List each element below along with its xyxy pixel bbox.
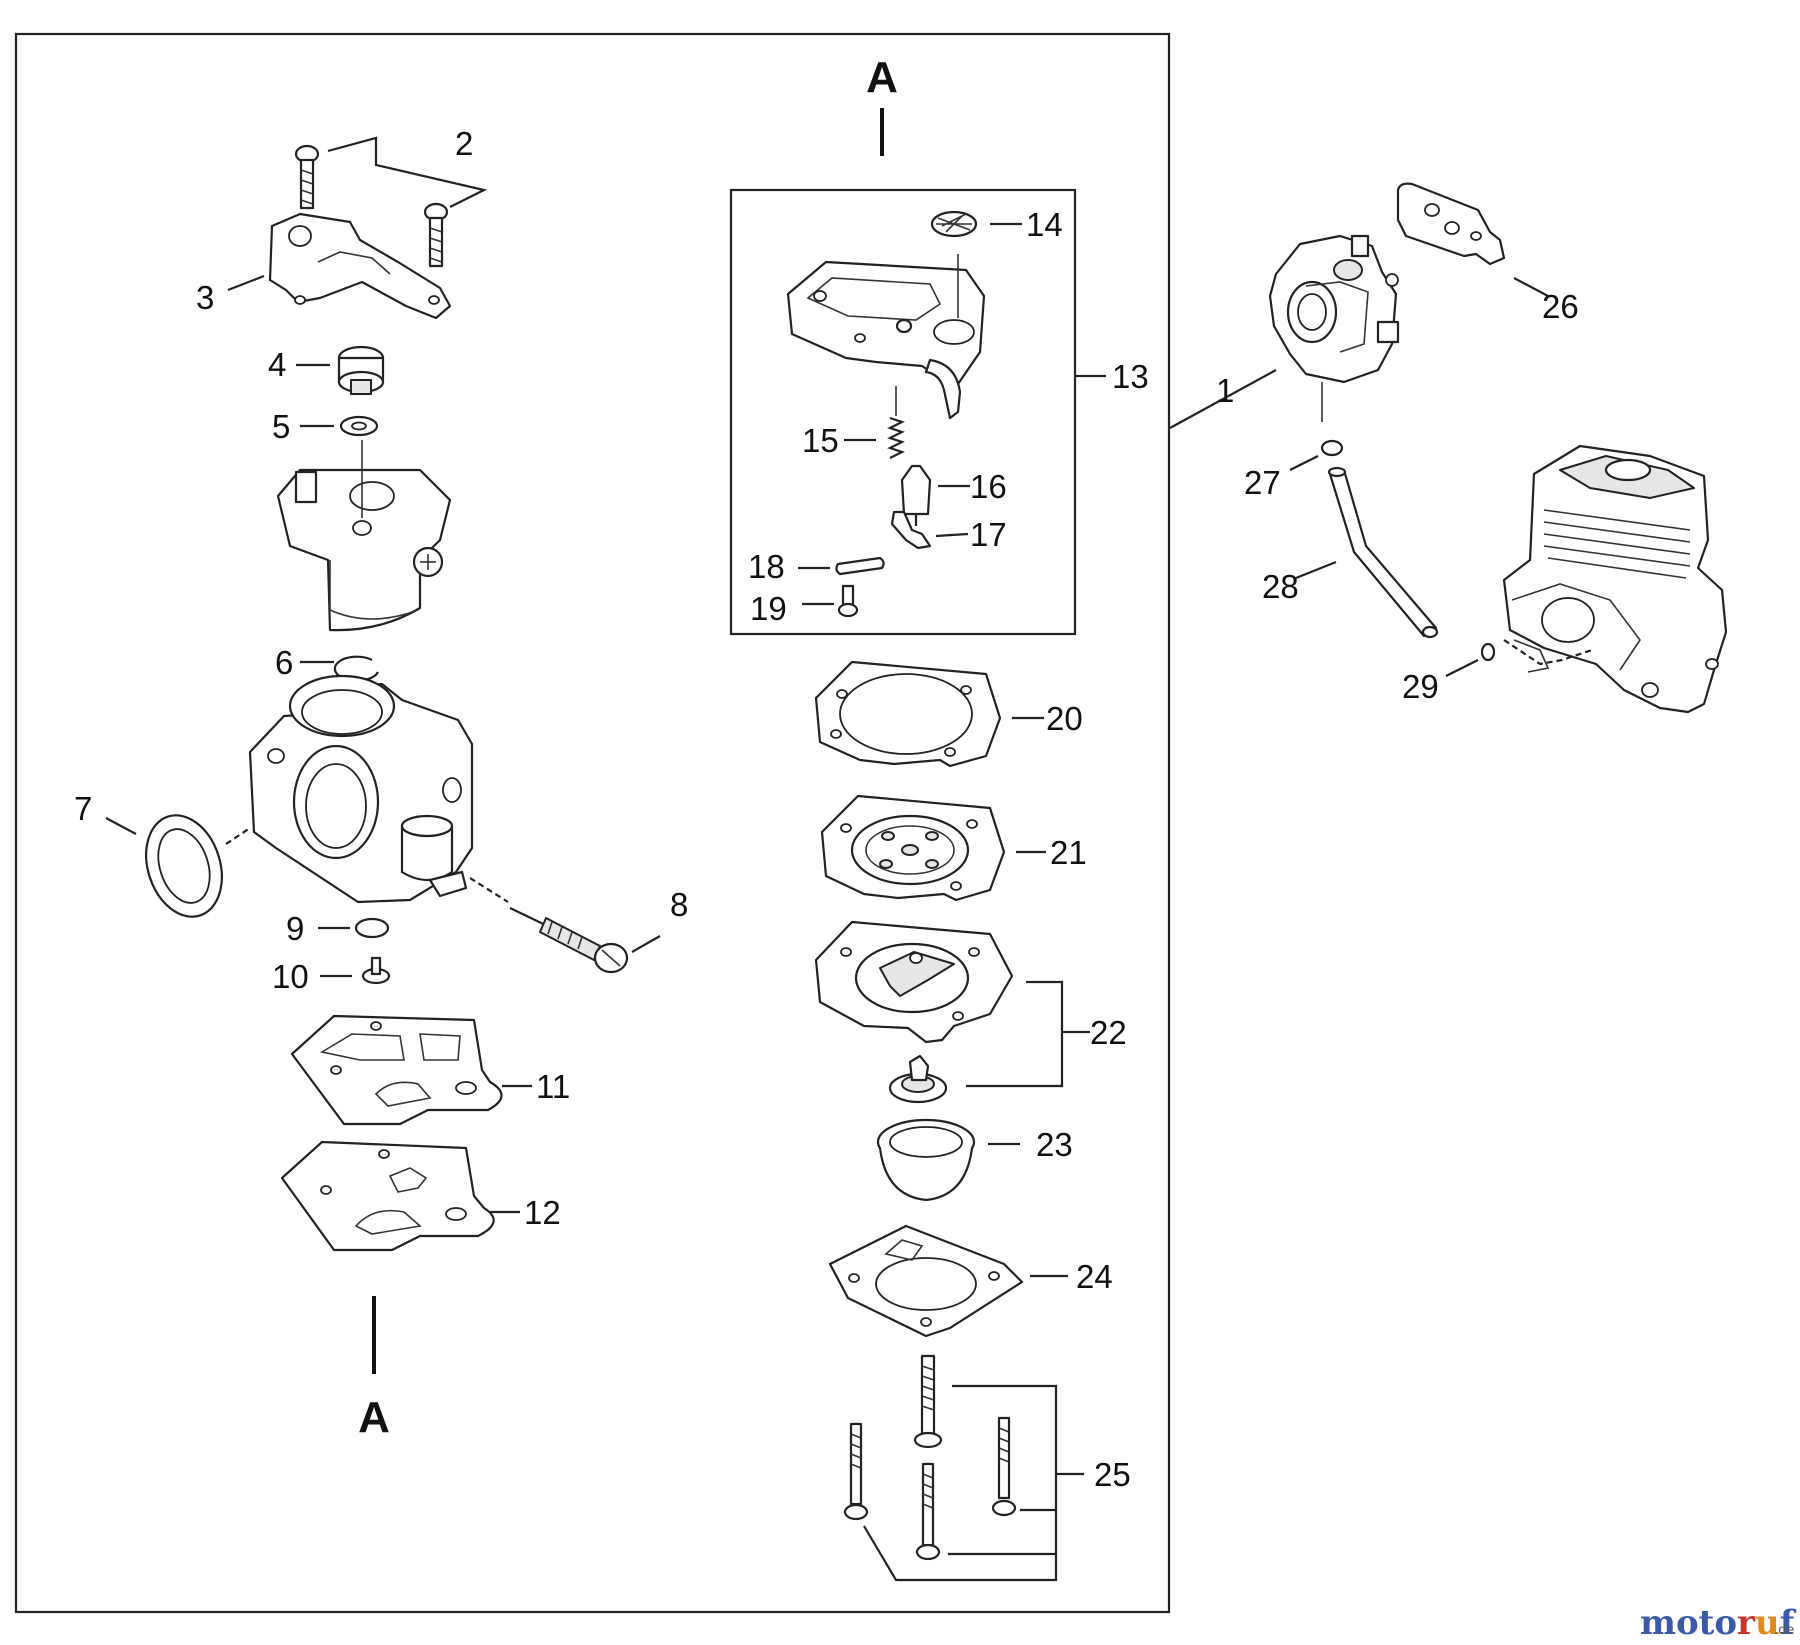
label-25: 25 [1094,1456,1131,1493]
part-16-inlet-needle [900,464,932,526]
section-marker-top: A [866,53,898,102]
part-15-spring [887,386,905,459]
label-17: 17 [970,516,1007,553]
metering-cover [786,254,986,420]
svg-text:motoruf: motoruf [1640,1603,1797,1643]
label-16: 16 [970,468,1007,505]
part-22-pump-cover [814,920,1014,1044]
part-11-gasket [290,1014,503,1126]
part-21-pump-diaphragm [820,794,1006,902]
part-3-bracket [268,212,452,320]
label-18: 18 [748,548,785,585]
part-5-washer [339,415,379,437]
label-7: 7 [74,790,92,827]
label-3: 3 [196,279,214,316]
label-14: 14 [1026,206,1063,243]
part-12-diaphragm [280,1140,495,1252]
part-9-disc [354,917,390,939]
label-11: 11 [536,1068,570,1105]
part-7-seal-ring [145,814,223,918]
label-19: 19 [750,590,787,627]
label-9: 9 [286,910,304,947]
part-17-lever [890,510,932,550]
part-14-filter-screen [930,210,978,238]
part-10-valve [361,956,391,985]
label-21: 21 [1050,834,1087,871]
part-24-primer-cover [828,1224,1024,1338]
diagram-frame [14,32,1171,1614]
label-6: 6 [275,644,293,681]
section-marker-bottom: A [358,1393,390,1442]
label-20: 20 [1046,700,1083,737]
label-15: 15 [802,422,839,459]
part-2-screws [294,136,488,268]
part-27-o-ring [1320,439,1344,457]
part-19-screw [837,584,859,618]
svg-text:.de: .de [1774,1623,1794,1638]
part-1-carburetor-assembly [1268,234,1400,422]
carburetor-body [248,674,474,904]
part-4-screw [337,345,385,395]
label-1: 1 [1216,372,1234,409]
part-25-screws [843,1354,1017,1561]
part-29-o-ring [1480,642,1496,662]
label-8: 8 [670,886,688,923]
label-23: 23 [1036,1126,1073,1163]
throttle-valve-assembly [276,440,452,632]
label-5: 5 [272,408,290,445]
label-24: 24 [1076,1258,1113,1295]
label-12: 12 [524,1194,561,1231]
label-22: 22 [1090,1014,1127,1051]
part-28-fuel-pipe [1327,466,1439,639]
part-26-insulator [1396,182,1506,266]
label-2: 2 [455,125,473,162]
label-26: 26 [1542,288,1579,325]
label-29: 29 [1402,668,1439,705]
label-4: 4 [268,346,286,383]
part-20-gasket [814,660,1002,768]
part-8-adjust-screw [469,877,629,974]
engine-block [1502,444,1728,714]
label-27: 27 [1244,464,1281,501]
part-18-pin [835,556,885,576]
label-28: 28 [1262,568,1299,605]
watermark-logo: motoruf .de [1640,1603,1797,1643]
label-13: 13 [1112,358,1149,395]
kit-13-box [729,188,1077,636]
part-23-primer-bulb [876,1118,976,1202]
part-22-check-valve [888,1054,948,1104]
label-10: 10 [272,958,309,995]
